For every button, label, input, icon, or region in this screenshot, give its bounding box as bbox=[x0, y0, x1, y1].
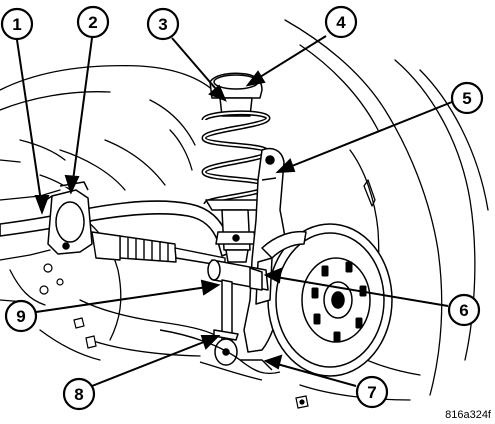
callout-5-number: 5 bbox=[462, 89, 471, 108]
leader-arrow-2 bbox=[64, 174, 80, 195]
wheel-studs bbox=[311, 261, 367, 343]
callout-7-number: 7 bbox=[367, 383, 376, 402]
leader-line-7 bbox=[269, 361, 357, 387]
callout-4-number: 4 bbox=[336, 13, 346, 32]
callout-6: 6 bbox=[447, 293, 481, 327]
leader-arrow-7 bbox=[263, 354, 283, 370]
leader-line-9 bbox=[35, 285, 215, 313]
callout-8-number: 8 bbox=[74, 385, 83, 404]
callout-3-number: 3 bbox=[158, 15, 167, 34]
leader-line-4 bbox=[251, 35, 327, 83]
callout-4: 4 bbox=[324, 5, 358, 39]
brake-rotor bbox=[267, 223, 393, 377]
callout-1-number: 1 bbox=[12, 15, 21, 34]
callout-6-number: 6 bbox=[459, 301, 468, 320]
callout-2-number: 2 bbox=[88, 13, 97, 32]
callout-3: 3 bbox=[146, 7, 180, 41]
figure-reference-code: 816a324f bbox=[445, 409, 492, 421]
leader-lines bbox=[16, 35, 453, 387]
leader-line-6 bbox=[269, 275, 449, 307]
callout-9: 9 bbox=[4, 299, 38, 333]
leader-arrow-4 bbox=[245, 70, 266, 87]
callout-8: 8 bbox=[62, 377, 96, 411]
tie-rod-assembly bbox=[91, 231, 226, 267]
leader-line-2 bbox=[71, 37, 93, 189]
callout-2: 2 bbox=[76, 5, 110, 39]
leader-line-3 bbox=[171, 37, 223, 97]
leader-line-5 bbox=[281, 101, 453, 171]
callout-5: 5 bbox=[450, 81, 484, 115]
leader-arrow-8 bbox=[200, 335, 221, 350]
leader-line-8 bbox=[91, 337, 215, 387]
leader-arrow-1 bbox=[34, 195, 50, 215]
leader-line-1 bbox=[16, 39, 43, 209]
leader-arrow-3 bbox=[208, 84, 227, 102]
leader-arrow-5 bbox=[275, 158, 296, 174]
lower-control-arm bbox=[159, 329, 281, 381]
leader-arrow-9 bbox=[200, 279, 221, 296]
hardware-bolts bbox=[39, 263, 309, 409]
callout-1: 1 bbox=[0, 7, 34, 41]
callout-7: 7 bbox=[355, 375, 389, 409]
stabilizer-link bbox=[207, 259, 269, 366]
stabilizer-bushing bbox=[45, 181, 93, 255]
callout-9-number: 9 bbox=[16, 307, 25, 326]
leader-arrow-6 bbox=[263, 267, 283, 284]
